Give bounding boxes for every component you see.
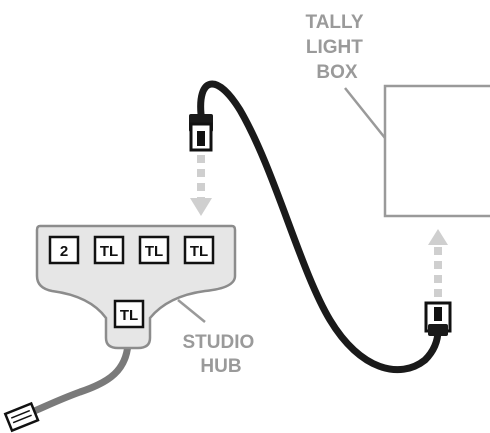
rj45-connector-hub-icon <box>3 401 40 433</box>
hub-port-4-label: TL <box>190 243 208 260</box>
tally-box-leader-line <box>344 87 386 139</box>
studio-hub-leader-line <box>177 299 206 323</box>
tally-box-label-line-2: LIGHT <box>306 37 363 58</box>
tally-box-label-line-3: BOX <box>316 62 358 83</box>
hub-port-1-label: 2 <box>60 243 68 260</box>
studio-hub-label-line-2: HUB <box>200 356 241 377</box>
studio-hub-label: STUDIO HUB <box>182 332 259 377</box>
ethernet-cable <box>197 80 442 374</box>
tally-box-label-line-1: TALLY <box>306 12 364 33</box>
hub-cable <box>28 340 132 416</box>
arrow-up-to-tally-box-icon <box>428 229 448 300</box>
hub-port-bottom-label: TL <box>120 307 138 324</box>
hub-port-2-label: TL <box>100 243 118 260</box>
hub-port-1: 2 <box>48 235 80 265</box>
hub-port-3-label: TL <box>145 243 163 260</box>
rj45-connector-bottom-icon <box>424 301 452 336</box>
rj45-connector-top-icon <box>189 114 213 152</box>
hub-port-4: TL <box>183 235 215 265</box>
studio-hub-label-line-1: STUDIO <box>182 332 254 353</box>
tally-box-label: TALLY LIGHT BOX <box>306 12 369 83</box>
tally-light-box-outline <box>383 84 490 218</box>
hub-port-3: TL <box>138 235 170 265</box>
hub-port-2: TL <box>93 235 125 265</box>
hub-port-bottom: TL <box>113 299 145 329</box>
arrow-down-to-hub-icon <box>190 155 212 216</box>
